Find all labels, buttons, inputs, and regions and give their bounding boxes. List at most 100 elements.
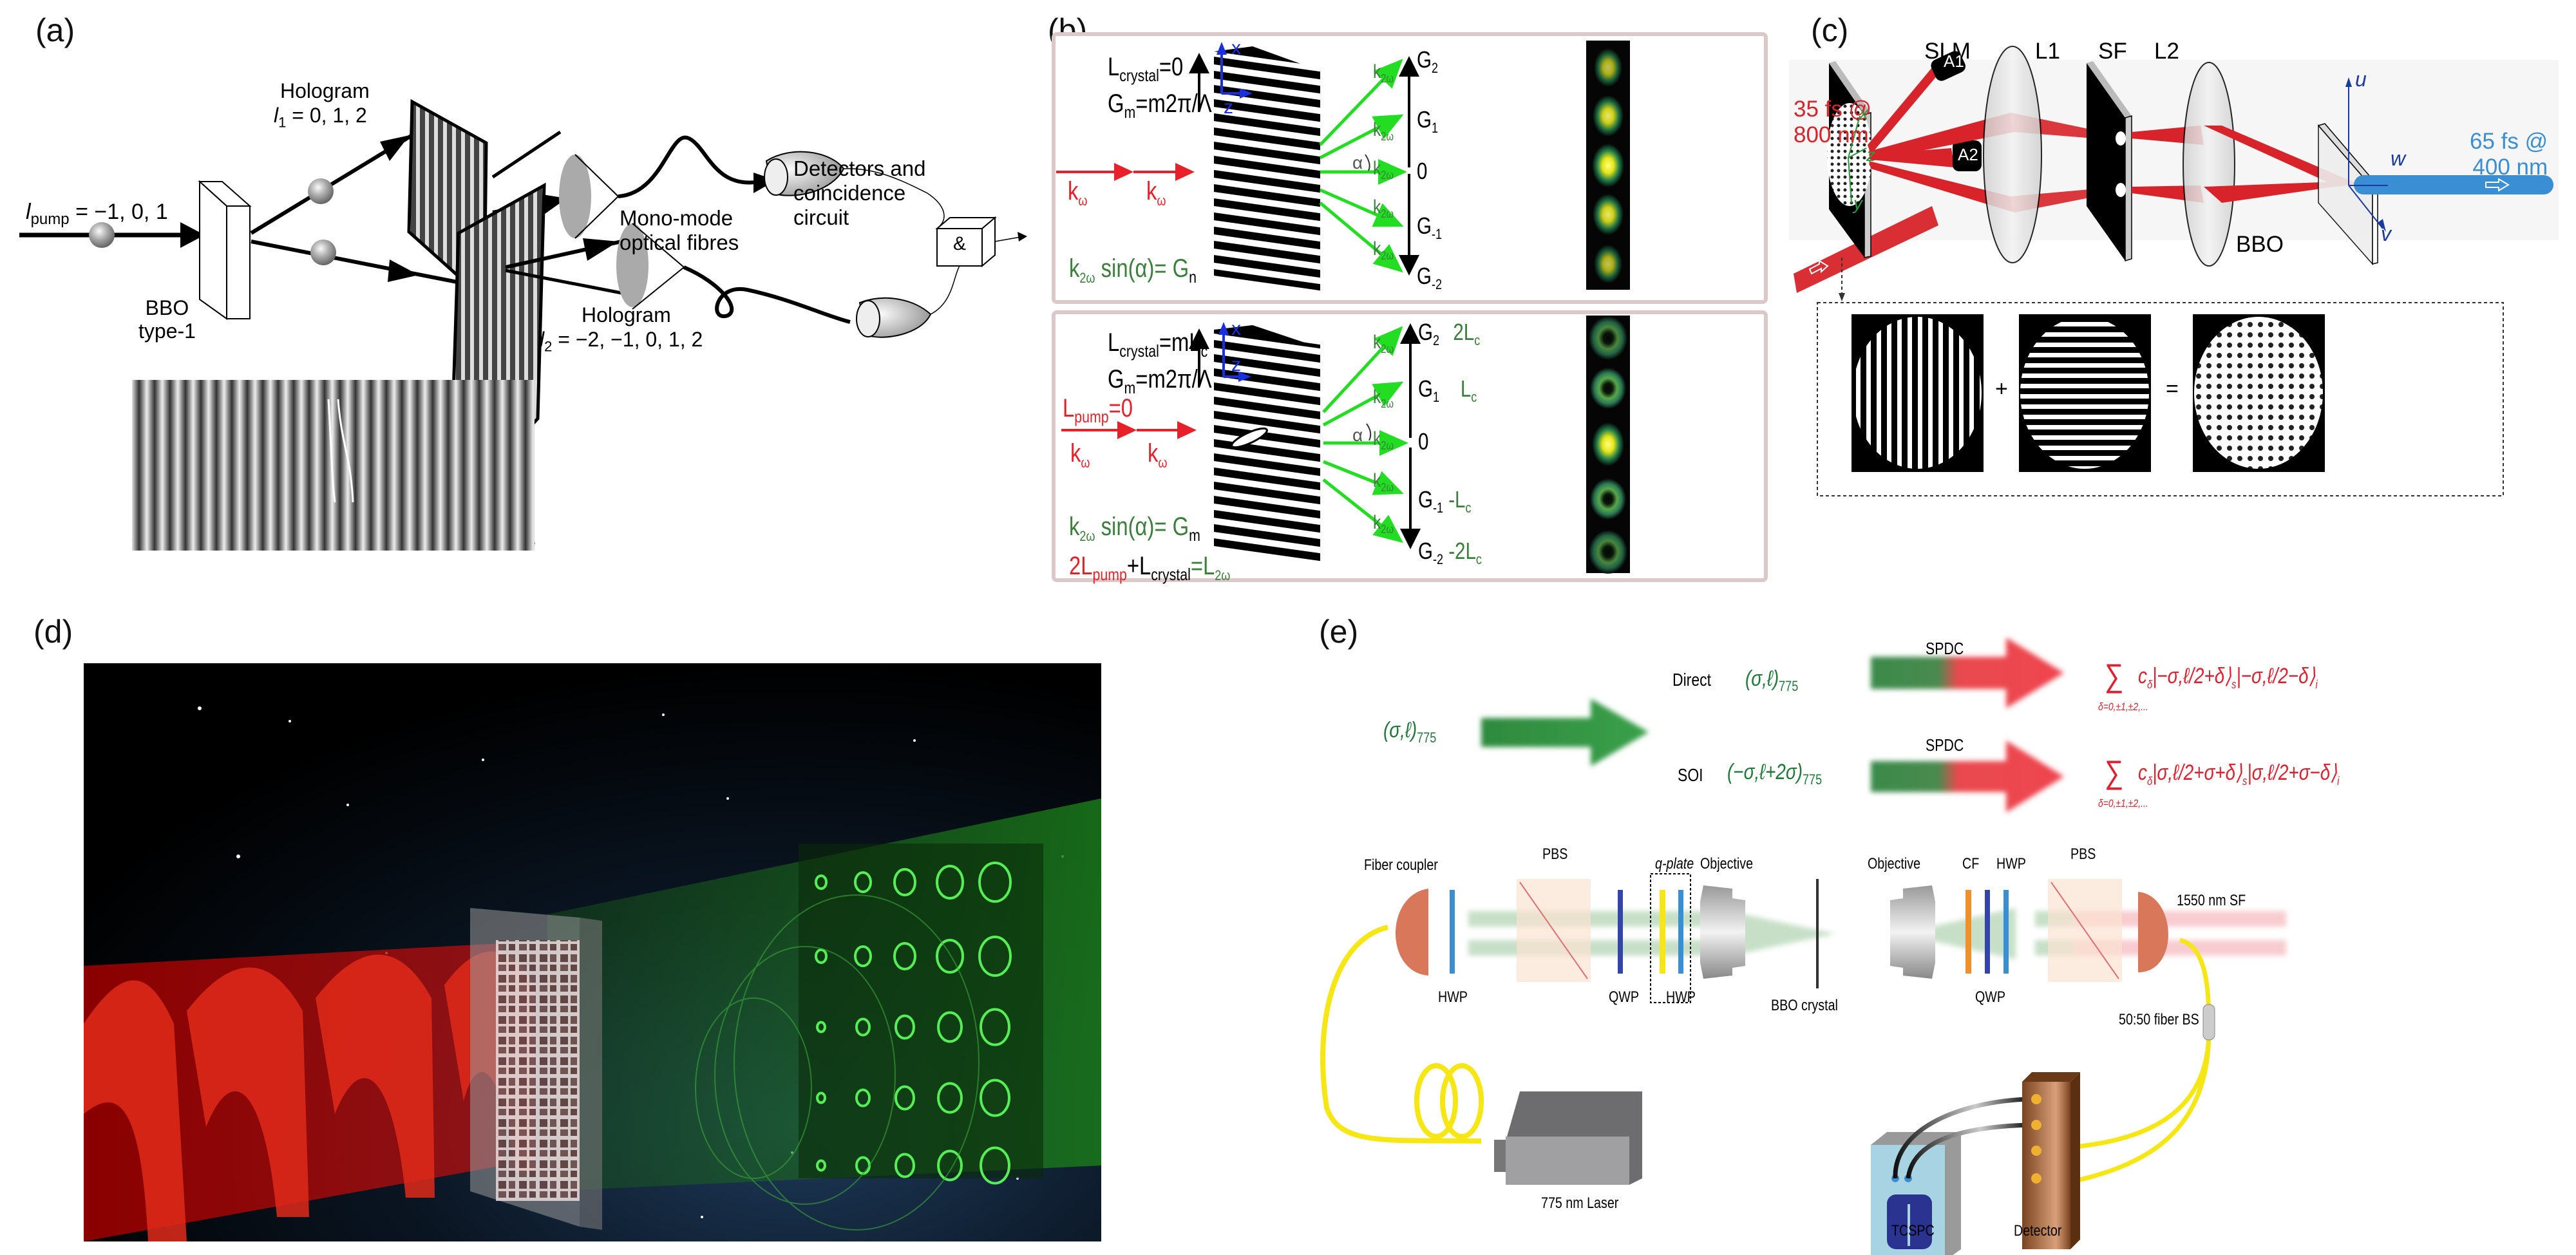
idler-ket-sub: i xyxy=(2315,677,2318,691)
bot-eq1-tail-sub: c xyxy=(1200,341,1208,361)
fibre-loop-1 xyxy=(1414,1063,1458,1139)
bottom-k2w-1: k2ω xyxy=(1373,332,1394,356)
order-sub: -2 xyxy=(1432,551,1444,568)
lens-l1 xyxy=(1983,46,2042,263)
qwp1-label: QWP xyxy=(1609,988,1640,1006)
shg-rays-bottom xyxy=(1322,326,1408,543)
bot-pump-rest: =0 xyxy=(1108,394,1133,422)
laser-775 xyxy=(1494,1091,1642,1185)
oam-ring xyxy=(854,945,872,967)
color-filter xyxy=(1965,890,1971,974)
detectors-label: Detectors and coincidence circuit xyxy=(793,156,925,230)
fibres-line2: optical fibres xyxy=(620,231,739,254)
tcspc-label: TCSPC xyxy=(1891,1222,1935,1240)
beam-to-a1 xyxy=(1868,68,1938,155)
direct-sum-symbol: ∑ xyxy=(2105,657,2124,694)
order-sub: -2 xyxy=(1431,276,1443,293)
checkerboard-hologram xyxy=(496,940,580,1201)
oam-ring xyxy=(937,1011,963,1043)
cons-b: +L xyxy=(1126,552,1151,580)
aperture-a1 xyxy=(1931,51,1965,81)
oam-ring xyxy=(895,1153,915,1178)
order-sub: 1 xyxy=(1431,120,1439,137)
bot-eq1-sub: crystal xyxy=(1119,341,1159,361)
input-green-arrow xyxy=(1481,699,1649,766)
direct-spdc-arrow xyxy=(1871,637,2064,708)
top-order-0: 0 xyxy=(1417,158,1427,185)
idler-ket: |−σ,ℓ/2−δ⟩ xyxy=(2236,664,2316,688)
hologram-1-label: Hologram l1 = 0, 1, 2 xyxy=(274,79,370,135)
detectors-line1: Detectors and xyxy=(793,156,926,180)
oam-ring xyxy=(978,936,1012,977)
k2w-sub: 2ω xyxy=(1381,439,1394,452)
top-order-G-1: G-1 xyxy=(1417,212,1442,243)
pump-arrowhead xyxy=(180,222,205,248)
bottom-k-omega-2: kω xyxy=(1148,439,1167,471)
hwp-2 xyxy=(1678,890,1683,974)
coincidence-symbol: & xyxy=(953,233,967,254)
detectors-line2: coincidence xyxy=(793,181,906,205)
top-eq1-main: L xyxy=(1108,53,1120,81)
spatial-filter xyxy=(2087,61,2132,262)
pbs1-label: PBS xyxy=(1542,845,1568,863)
bottom-x-label: x xyxy=(1231,318,1241,339)
order-oam: -2L xyxy=(1448,538,1476,564)
top-k2w-3: k2ω xyxy=(1373,158,1394,182)
panel-b: Lcrystal=0 Gm=m2π/Λ kω kω x z α k2ω sin(… xyxy=(1030,0,1771,599)
order-main: G xyxy=(1417,263,1432,289)
panel-d-render xyxy=(84,663,1101,1241)
top-k-omega-1: kω xyxy=(1068,177,1087,209)
objective1-label: Objective xyxy=(1700,855,1754,873)
soi-state: (−σ,ℓ+2σ) xyxy=(1727,760,1803,784)
order-main: 0 xyxy=(1418,428,1429,455)
qwp-2 xyxy=(1985,890,1990,974)
cons-c: =L xyxy=(1190,552,1215,580)
oam-ring xyxy=(895,1014,915,1040)
k-main: k xyxy=(1070,439,1081,467)
top-alpha: α xyxy=(1352,153,1363,173)
signal-ket-sub: s xyxy=(2242,774,2248,788)
qwp2-label: QWP xyxy=(1975,988,2006,1006)
bbo-crystal-shape xyxy=(198,180,252,320)
order-sub: -1 xyxy=(1432,500,1444,516)
bottom-order-G-2: G-2 -2Lc xyxy=(1418,538,1482,568)
hologram-2-title: Hologram xyxy=(582,303,671,326)
direct-sum-range: δ=0,±1,±2,... xyxy=(2098,701,2148,713)
bbo-label-c: BBO xyxy=(2236,232,2284,257)
beam-rings-bottom xyxy=(1589,316,1627,574)
tcspc-unit xyxy=(1871,1132,1961,1255)
oam-ring xyxy=(816,1159,826,1172)
objective2-label: Objective xyxy=(1868,855,1921,873)
cond-rhs-sub: m xyxy=(1189,525,1200,545)
order-sub: 1 xyxy=(1432,389,1440,406)
bottom-order-G2: G2 2Lc xyxy=(1418,319,1480,349)
top-eq1-sub: crystal xyxy=(1119,66,1159,85)
coefficient-sub: δ xyxy=(2146,677,2153,691)
order-main: G xyxy=(1417,212,1432,239)
bottom-k-omega-1: kω xyxy=(1070,439,1090,471)
bot-eq1-main: L xyxy=(1108,328,1120,357)
bottom-order-G-1: G-1 -Lc xyxy=(1418,486,1471,516)
k2w-sub: 2ω xyxy=(1381,523,1394,536)
bottom-k2w-5: k2ω xyxy=(1373,512,1394,536)
signal-ket-sub: s xyxy=(2231,677,2237,691)
k2w-sub: 2ω xyxy=(1381,481,1394,494)
hologram-1-sub: 1 xyxy=(278,114,287,131)
hologram-inset-box xyxy=(1817,302,2504,496)
order-oam: 2L xyxy=(1453,319,1475,345)
pump-oam-label: lpump = −1, 0, 1 xyxy=(26,200,168,229)
oam-ring xyxy=(816,1091,826,1104)
fibres-label: Mono-mode optical fibres xyxy=(620,206,739,255)
top-eq2-sub: m xyxy=(1124,102,1136,122)
idler-beam xyxy=(251,240,464,285)
fibre-1 xyxy=(618,135,767,198)
plus-sign: + xyxy=(1995,377,2008,401)
bottom-pump-oam: Lpump=0 xyxy=(1063,394,1133,427)
qplate-label: q-plate xyxy=(1655,855,1694,873)
oam-ring xyxy=(816,1021,826,1033)
top-eq1-rest: =0 xyxy=(1159,53,1184,81)
slm-y-label: y xyxy=(1853,193,1862,213)
top-order-G-2: G-2 xyxy=(1417,263,1442,293)
bot-eq2-rest: =m2π/Λ xyxy=(1135,365,1212,393)
qplate xyxy=(1660,890,1665,974)
